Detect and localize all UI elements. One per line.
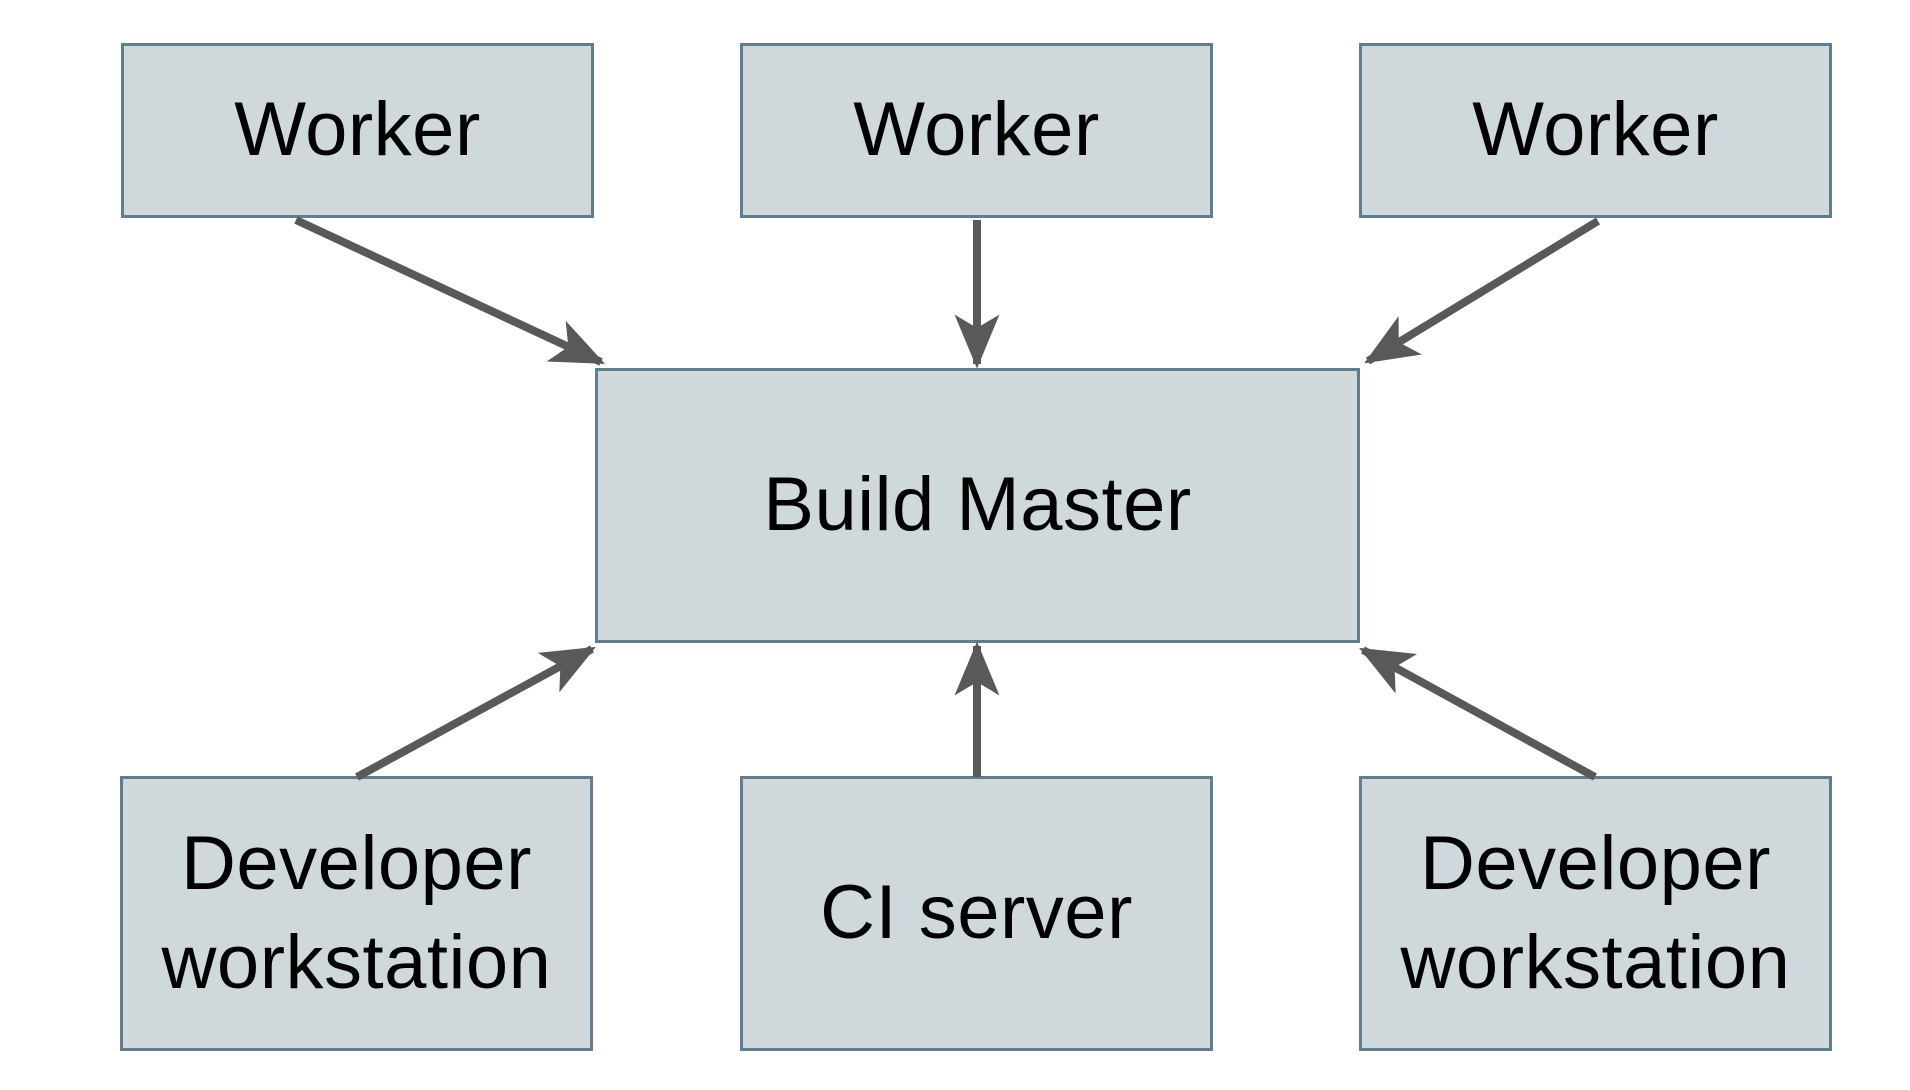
node-developer-workstation-right-label: Developer workstation [1400, 820, 1791, 1005]
node-developer-workstation-left: Developer workstation [120, 776, 593, 1051]
arrow-worker-3-to-build-master [1364, 217, 1601, 365]
node-worker-1: Worker [121, 43, 594, 218]
node-worker-2-label: Worker [853, 87, 1100, 173]
node-worker-3-label: Worker [1472, 87, 1719, 173]
node-build-master: Build Master [595, 368, 1360, 643]
arrow-worker-1-to-build-master [294, 216, 606, 366]
node-developer-workstation-left-label: Developer workstation [161, 820, 552, 1005]
node-ci-server-label: CI server [820, 870, 1133, 956]
arrow-developer-workstation-right-to-build-master [1359, 646, 1597, 781]
node-worker-2: Worker [740, 43, 1213, 218]
node-ci-server: CI server [740, 776, 1213, 1051]
node-worker-1-label: Worker [234, 87, 481, 173]
node-worker-3: Worker [1359, 43, 1832, 218]
arrow-developer-workstation-left-to-build-master [355, 645, 596, 781]
node-build-master-label: Build Master [763, 462, 1192, 548]
node-developer-workstation-right: Developer workstation [1359, 776, 1832, 1051]
